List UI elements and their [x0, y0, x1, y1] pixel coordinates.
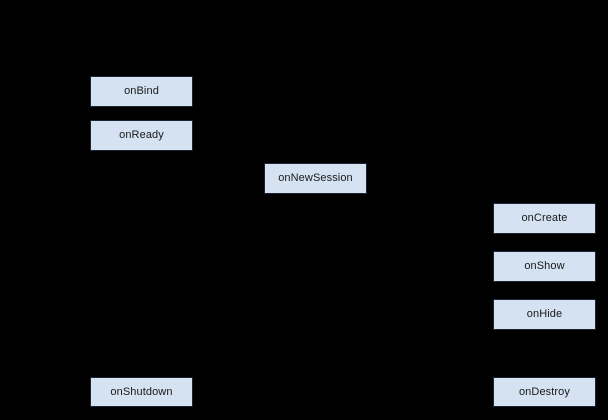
node-onshow[interactable]: onShow	[493, 251, 596, 282]
node-label: onShutdown	[110, 385, 173, 398]
node-label: onNewSession	[278, 172, 353, 184]
node-onbind[interactable]: onBind	[90, 76, 193, 107]
node-onready[interactable]: onReady	[90, 120, 193, 151]
node-label: onReady	[119, 129, 164, 141]
node-label: onShow	[524, 260, 565, 272]
node-onshutdown[interactable]: onShutdown	[90, 377, 193, 407]
node-oncreate[interactable]: onCreate	[493, 203, 596, 234]
node-label: onBind	[124, 85, 159, 97]
node-ondestroy[interactable]: onDestroy	[493, 377, 596, 407]
node-onnewsession[interactable]: onNewSession	[264, 163, 367, 194]
node-label: onDestroy	[518, 385, 571, 398]
node-label: onHide	[526, 308, 563, 320]
node-onhide[interactable]: onHide	[493, 299, 596, 330]
node-label: onCreate	[521, 212, 568, 224]
